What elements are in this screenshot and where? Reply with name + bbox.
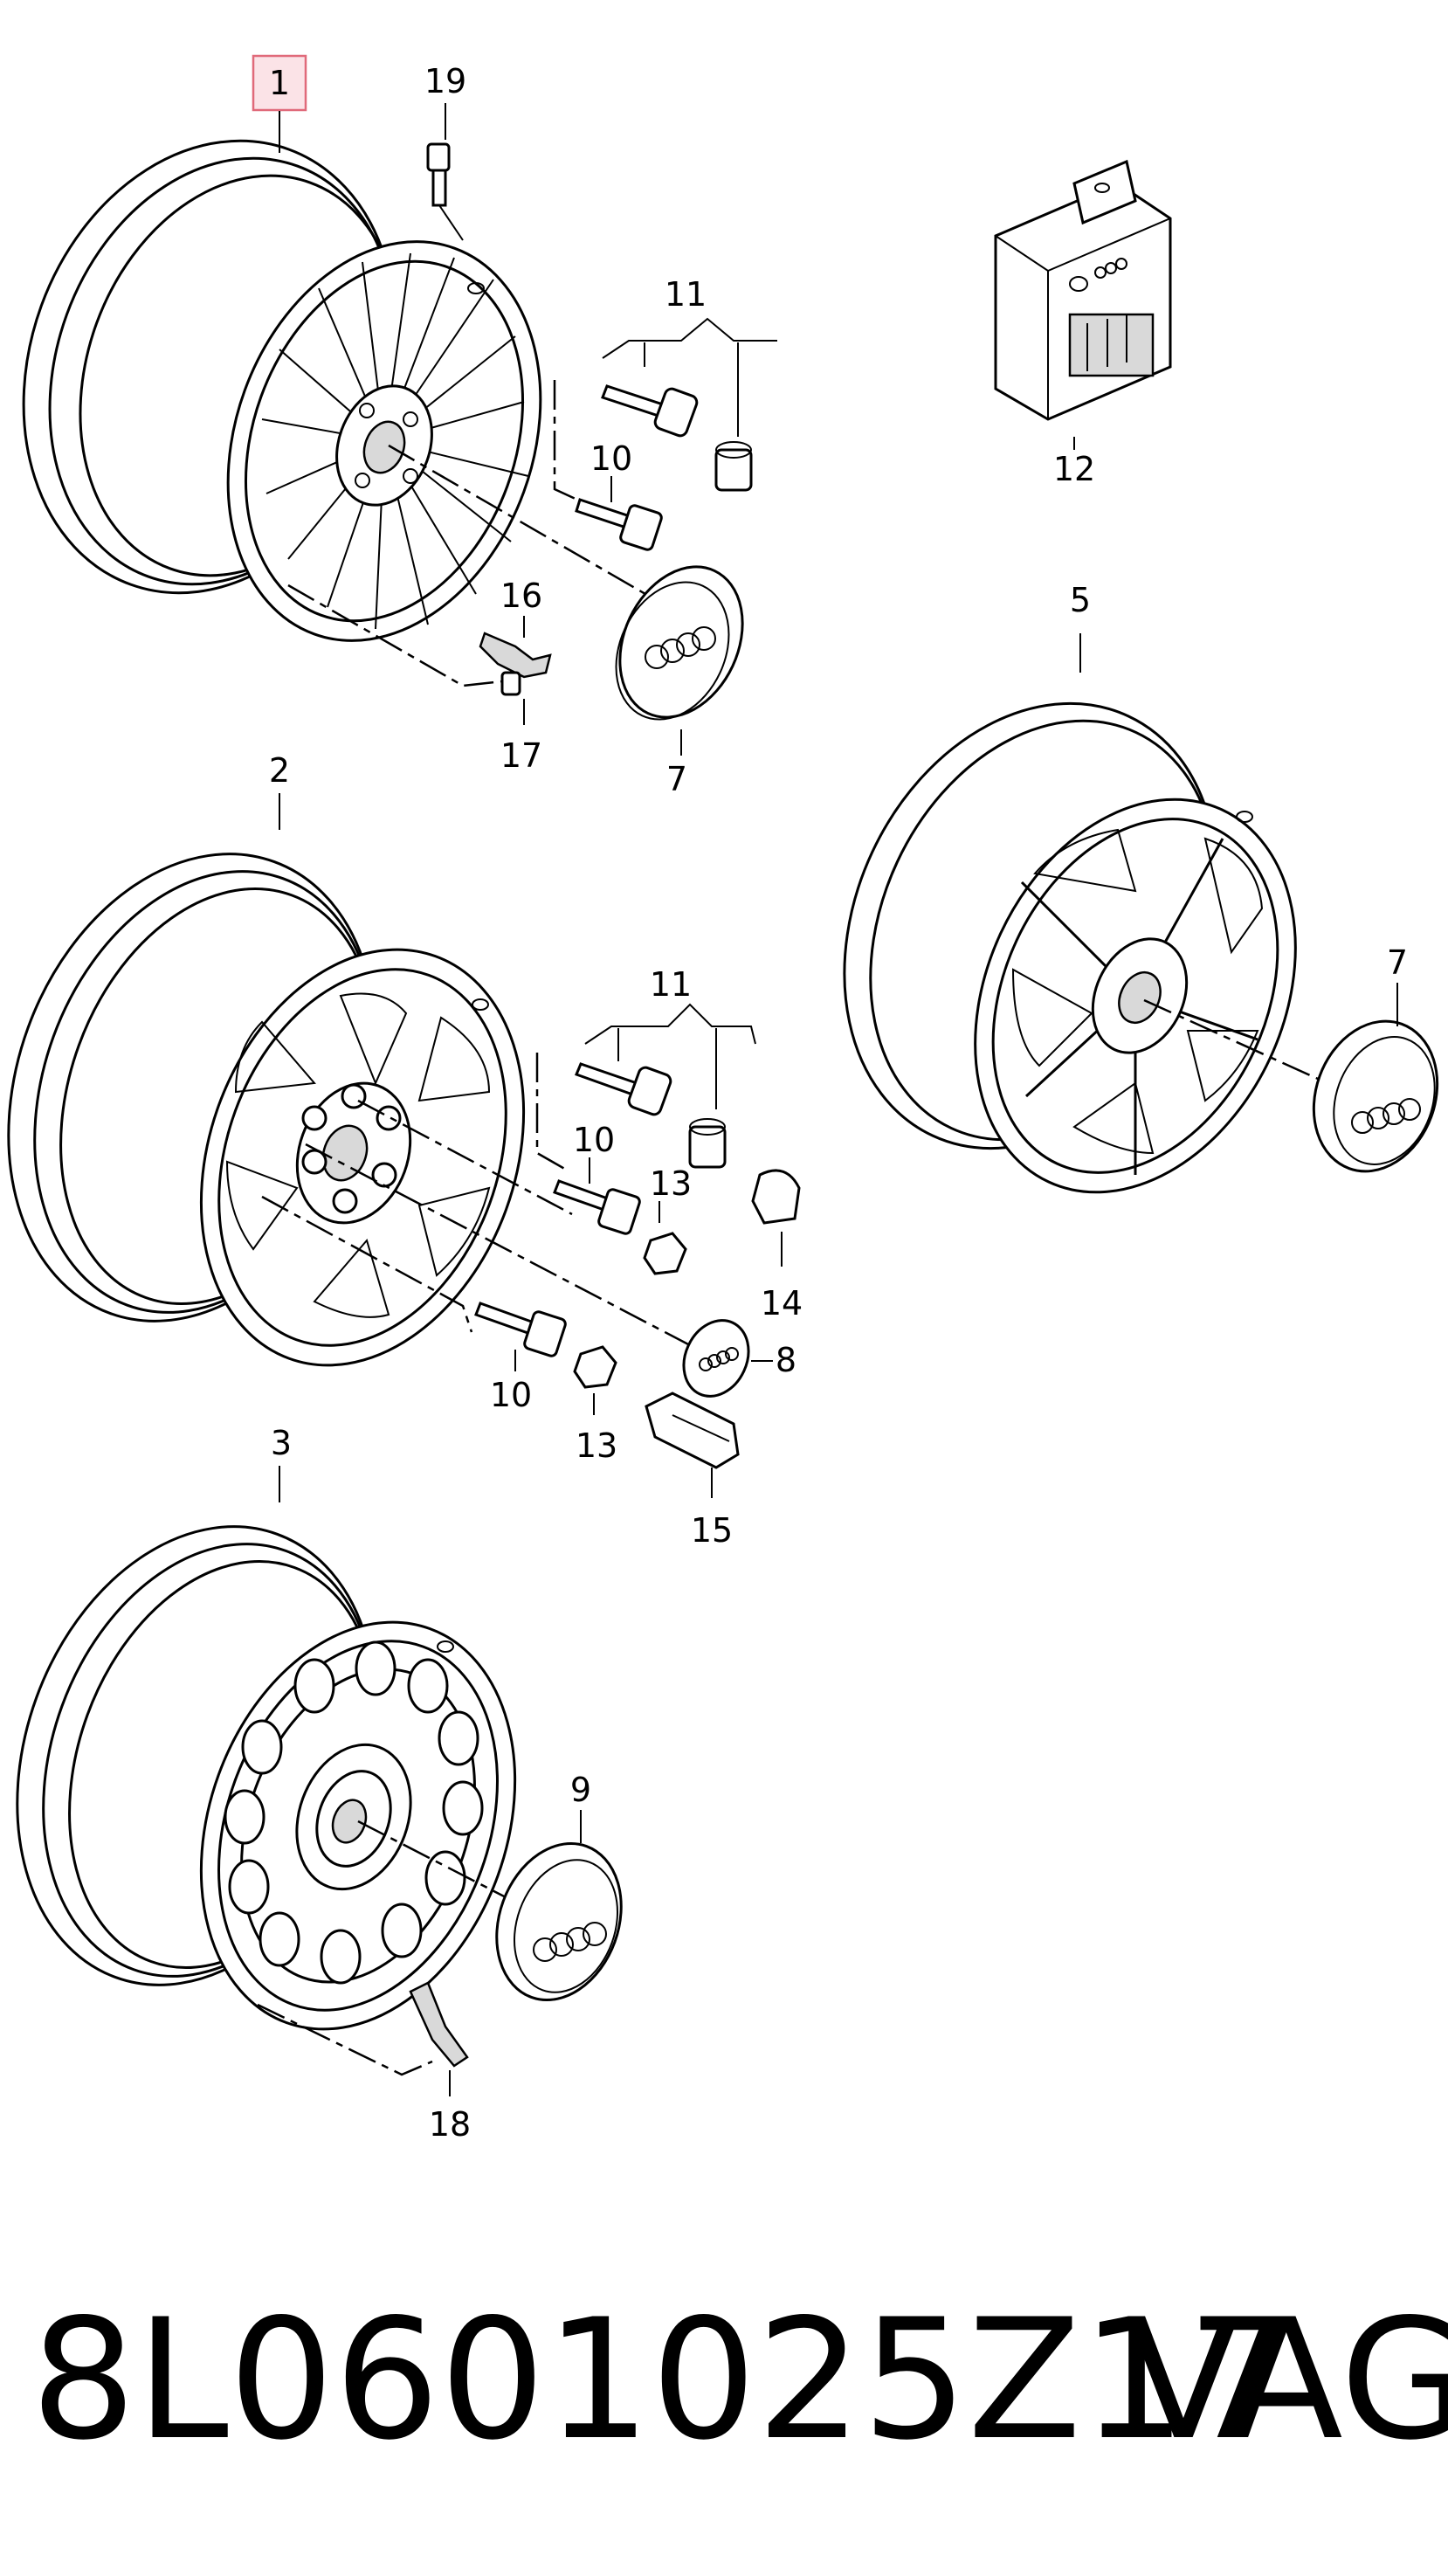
callout-12: 12: [1053, 450, 1095, 488]
removal-tool[interactable]: [645, 1392, 740, 1469]
hub-cap-9[interactable]: [357, 1810, 642, 2018]
part-number: 8L0601025Z17: [31, 2283, 1293, 2476]
callout-1: 1: [269, 64, 290, 102]
wheel-5-five-spoke[interactable]: [775, 633, 1357, 1245]
wheel-1-multi-spoke[interactable]: [0, 88, 594, 685]
valve-stem[interactable]: [426, 142, 464, 241]
callout-17: 17: [500, 736, 542, 775]
hub-cap-8[interactable]: [672, 1309, 760, 1406]
callout-10-middle: 10: [573, 1121, 615, 1159]
balance-weights[interactable]: [479, 632, 552, 696]
callout-5: 5: [1070, 581, 1091, 619]
wheel-3-steel[interactable]: [0, 1466, 569, 2074]
callout-11-top: 11: [665, 275, 707, 314]
callout-13-middle: 13: [650, 1164, 692, 1203]
wheel-3-weight[interactable]: [257, 1981, 469, 2096]
callout-11-middle: 11: [650, 965, 692, 1004]
brand-name: VAG: [1127, 2283, 1448, 2476]
wheel-bolt-lock-package[interactable]: [994, 159, 1172, 450]
callout-2: 2: [269, 751, 290, 790]
callout-9: 9: [570, 1771, 591, 1809]
callout-19: 19: [424, 62, 466, 100]
hub-cap-7-top[interactable]: [595, 547, 766, 738]
callout-3: 3: [271, 1424, 292, 1462]
wheel-1-leaders: [279, 103, 777, 756]
callout-18: 18: [429, 2105, 471, 2144]
callout-10-top: 10: [590, 439, 632, 478]
wheel-2-leaders: [261, 1003, 783, 1498]
callout-8: 8: [776, 1341, 796, 1379]
callout-1-highlight: [252, 54, 307, 112]
wheel-1-bolts[interactable]: [575, 384, 753, 551]
callout-10-lower: 10: [490, 1376, 532, 1414]
callout-labels: 1 19 11 10 12 16 17 7 5 2 11 7 10 13 14 …: [269, 62, 1408, 2144]
callout-14: 14: [761, 1284, 803, 1323]
callout-15: 15: [691, 1511, 733, 1550]
wheel-2-six-spoke[interactable]: [0, 793, 579, 1411]
callout-16: 16: [500, 577, 542, 615]
callout-7-top: 7: [666, 760, 687, 798]
wheel-2-bolts-and-nuts[interactable]: [474, 1062, 801, 1389]
hub-cap-7-right[interactable]: [1143, 983, 1448, 1189]
callout-13-lower: 13: [576, 1426, 617, 1465]
callout-7-right: 7: [1387, 943, 1408, 982]
